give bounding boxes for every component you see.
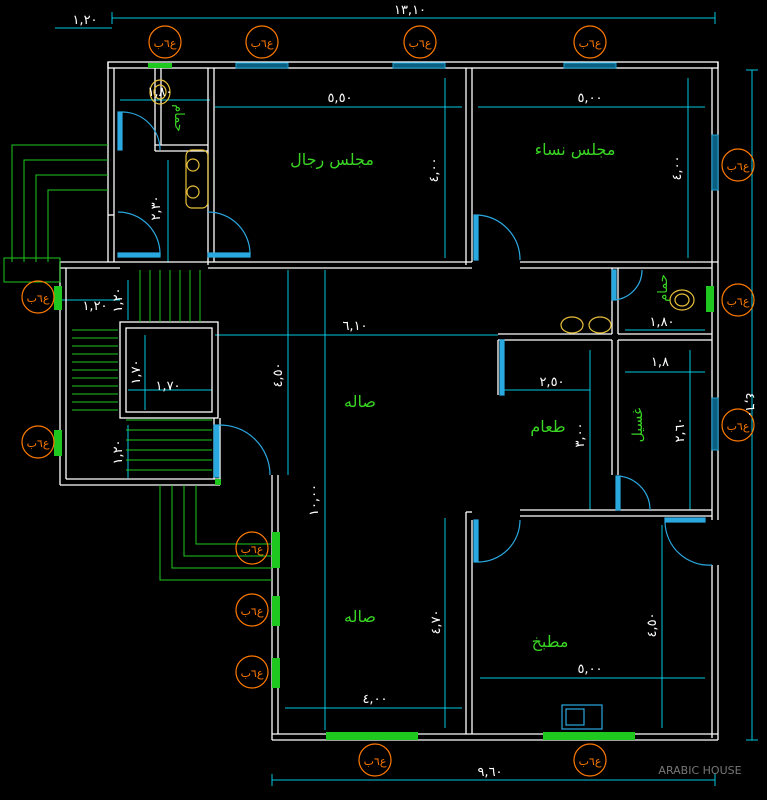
column-tag-marker: [358, 743, 392, 777]
room-label-majlis-rijal: مجلس رجال: [290, 150, 374, 170]
dim-top-total: ١٣,١٠: [394, 3, 426, 18]
room-label-majlis-nisa: مجلس نساء: [535, 140, 616, 160]
column-tag-marker: [573, 25, 607, 59]
dim-majlis-nisa-depth: ٤,٠٠: [670, 155, 685, 180]
dim-stair-top: ١,٢٠: [82, 299, 107, 314]
dim-hall-total-depth: ١٠,٠٠: [307, 484, 322, 516]
column-tag-marker: [403, 25, 437, 59]
walls: [59, 61, 719, 741]
dim-kitchen-width: ٥,٠٠: [577, 662, 602, 677]
column-tag-marker: [21, 425, 55, 459]
room-label-hammam-1: حمام: [171, 104, 186, 132]
fixtures: [149, 79, 695, 730]
column-tag-label: ع٦ب: [27, 437, 50, 450]
dim-right-total: ٤,٦٠: [742, 392, 757, 417]
dim-taam-width: ٢,٥٠: [539, 375, 564, 390]
stairs: [3, 144, 272, 581]
column-tag-label: ع٦ب: [27, 292, 50, 305]
column-tag-marker: [235, 655, 269, 689]
doors: [117, 111, 713, 566]
column-tag-label: ع٦ب: [241, 667, 264, 680]
room-label-matbakh: مطبخ: [532, 632, 569, 652]
column-tag-label: ع٦ب: [579, 755, 602, 768]
dim-ghaseel-width: ١,٨: [651, 355, 669, 370]
dim-hall-lower-width: ٤,٠٠: [362, 692, 387, 707]
dim-stair-void-h: ١,٧٠: [129, 359, 144, 384]
dim-hammam-2-width: ١,٨٠: [649, 315, 674, 330]
room-label-sala-upper: صاله: [344, 392, 376, 411]
dimension-lines: [55, 12, 758, 786]
column-tags: [21, 25, 755, 777]
column-tag-marker: [573, 743, 607, 777]
column-tag-label: ع٦ب: [727, 160, 750, 173]
room-label-taam: طعام: [530, 417, 565, 436]
column-tag-marker: [721, 408, 755, 442]
dim-taam-depth: ٣,٠٠: [573, 422, 588, 447]
dim-ghaseel-depth: ٢,٦٠: [673, 417, 688, 442]
room-label-sala-lower: صاله: [344, 607, 376, 626]
room-label-ghaseel: غسيل: [630, 408, 646, 443]
dim-kitchen-depth: ٤,٥٠: [645, 612, 660, 637]
dim-stair-side-lower: ١,٢٠: [111, 439, 126, 464]
column-tag-marker: [148, 25, 182, 59]
watermark: ARABIC HOUSE: [658, 764, 741, 777]
windows: [54, 62, 719, 740]
dim-hall-lower-depth: ٤,٧٠: [429, 609, 444, 634]
column-tag-marker: [21, 280, 55, 314]
dim-hall-width: ٦,١٠: [342, 319, 367, 334]
column-tag-label: ع٦ب: [579, 37, 602, 50]
room-label-hammam-2: حمام: [656, 274, 671, 302]
column-tag-label: ع٦ب: [251, 37, 274, 50]
column-tag-marker: [721, 148, 755, 182]
column-tag-marker: [235, 593, 269, 627]
column-tag-label: ع٦ب: [364, 755, 387, 768]
column-tag-marker: [245, 25, 279, 59]
dimension-labels: ١٣,١٠ ١,٢٠ ٩,٦٠ ٤,٦٠ ٥,٥٠ ٤,٠٠ ٥,٠٠ ٤,٠٠…: [72, 3, 757, 780]
column-tag-label: ع٦ب: [154, 37, 177, 50]
column-tag-labels: ع٦ب ع٦ب ع٦ب ع٦ب ع٦ب ع٦ب ع٦ب ع٦ب ع٦ب ع٦ب …: [27, 37, 750, 768]
room-labels: مجلس رجال مجلس نساء صاله صاله طعام مطبخ …: [171, 104, 671, 652]
dim-hammam-1-width: ١,٨٠: [147, 85, 172, 100]
dim-majlis-rijal-depth: ٤,٠٠: [427, 157, 442, 182]
column-tag-label: ع٦ب: [409, 37, 432, 50]
dim-bottom-total: ٩,٦٠: [477, 765, 502, 780]
dim-hall-left-depth: ٤,٥٠: [271, 362, 286, 387]
dim-stair-void-w: ١,٧٠: [155, 379, 180, 394]
column-tag-label: ع٦ب: [727, 295, 750, 308]
column-tag-marker: [721, 283, 755, 317]
column-tag-label: ع٦ب: [727, 420, 750, 433]
dim-stair-side-upper: ١,٢٠: [111, 287, 126, 312]
column-tag-marker: [235, 531, 269, 565]
column-tag-label: ع٦ب: [241, 605, 264, 618]
dim-hammam-1-depth: ٢,٣٠: [149, 195, 164, 220]
column-tag-label: ع٦ب: [241, 543, 264, 556]
dim-top-offset: ١,٢٠: [72, 13, 97, 28]
dim-majlis-nisa-width: ٥,٠٠: [577, 91, 602, 106]
dim-majlis-rijal-width: ٥,٥٠: [327, 91, 352, 106]
